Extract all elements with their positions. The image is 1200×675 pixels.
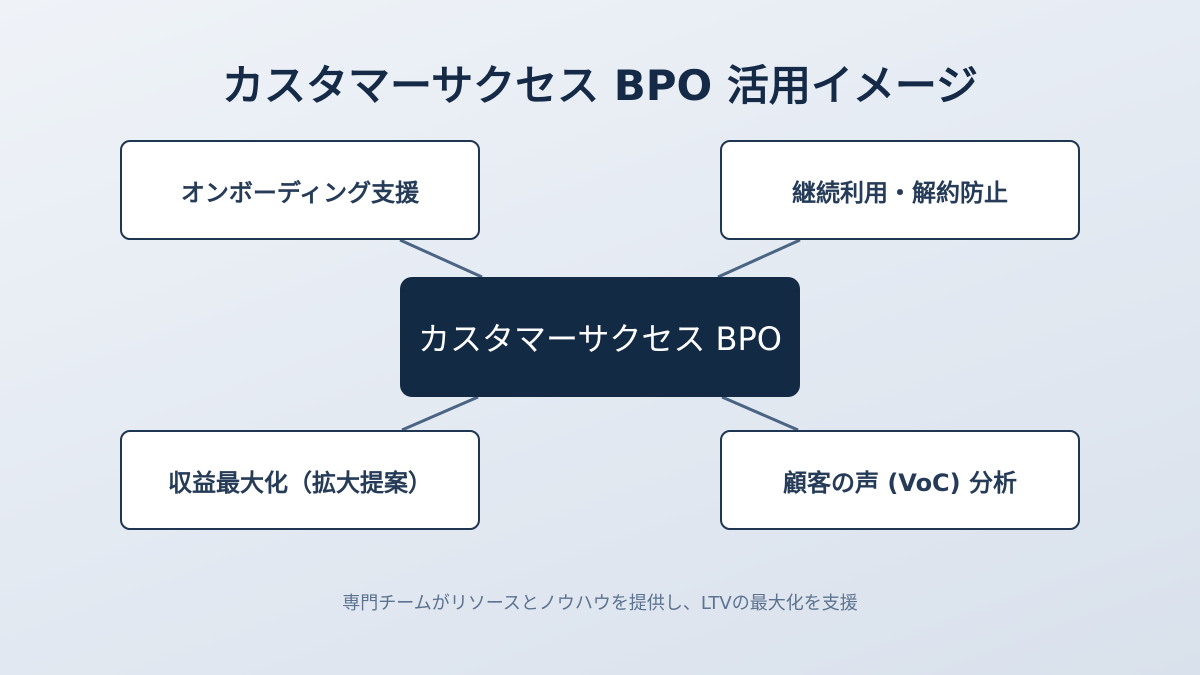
- connector-bottom-right: [721, 395, 799, 432]
- node-onboarding: オンボーディング支援: [120, 140, 480, 240]
- connector-top-right: [717, 238, 801, 279]
- center-label: カスタマーサクセス BPO: [418, 320, 782, 358]
- node-retention: 継続利用・解約防止: [720, 140, 1080, 240]
- center-node: カスタマーサクセス BPO: [400, 277, 800, 397]
- node-label: オンボーディング支援: [180, 178, 420, 207]
- node-revenue-expansion: 収益最大化（拡大提案）: [120, 430, 480, 530]
- node-label: 継続利用・解約防止: [792, 178, 1008, 207]
- node-voc-analysis: 顧客の声 (VoC) 分析: [720, 430, 1080, 530]
- node-label: 顧客の声 (VoC) 分析: [782, 468, 1017, 497]
- connector-top-left: [399, 238, 483, 279]
- diagram-title: カスタマーサクセス BPO 活用イメージ: [221, 61, 979, 110]
- node-label: 収益最大化（拡大提案）: [168, 468, 432, 497]
- footer-caption: 専門チームがリソースとノウハウを提供し、LTVの最大化を支援: [342, 593, 858, 614]
- connector-bottom-left: [401, 395, 479, 432]
